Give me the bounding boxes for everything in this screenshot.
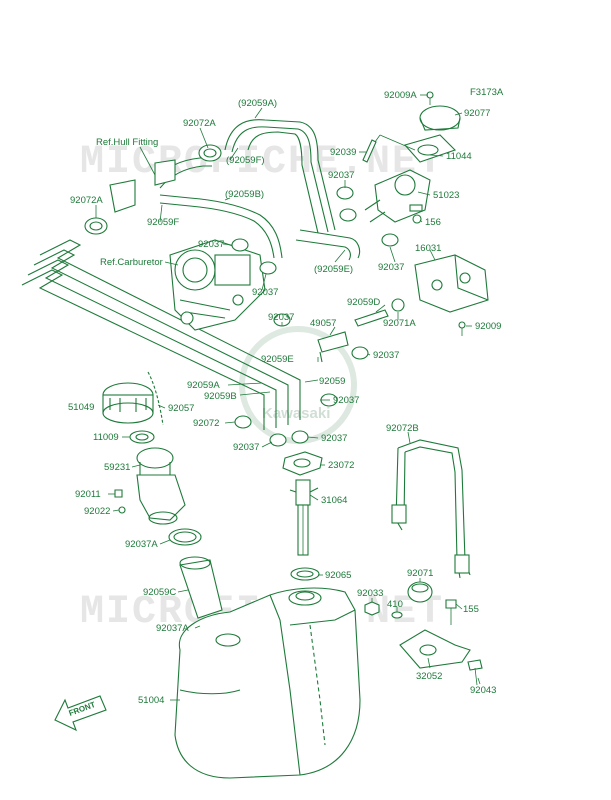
label-92057: 92057 xyxy=(168,403,194,414)
label-92009A: 92009A xyxy=(384,90,417,101)
label-92037-d: 92037 xyxy=(378,262,404,273)
label-92037-a: 92037 xyxy=(328,170,354,181)
label-92011: 92011 xyxy=(75,489,101,500)
damper-16031 xyxy=(414,254,489,313)
carburetor xyxy=(169,239,266,331)
hose-92059E xyxy=(295,229,361,261)
label-ref-hull-fitting: Ref.Hull Fitting xyxy=(96,137,158,148)
fuel-filter-51023 xyxy=(364,169,431,223)
label-92059B-paren: (92059B) xyxy=(225,189,264,200)
band-92072B xyxy=(391,439,471,579)
clamp-92037-right xyxy=(351,346,369,360)
label-92022: 92022 xyxy=(84,506,110,517)
label-92059A: 92059A xyxy=(187,380,220,391)
hose-92059C xyxy=(179,556,223,619)
screw-92009A xyxy=(426,91,434,105)
filler-neck-59231 xyxy=(136,447,186,525)
label-92037A-b: 92037A xyxy=(156,623,189,634)
label-92072A-left: 92072A xyxy=(70,195,103,206)
label-92065: 92065 xyxy=(325,570,351,581)
fuel-hoses-long xyxy=(21,239,301,430)
screws-92011-92022 xyxy=(114,489,126,514)
bolt-92043 xyxy=(467,659,483,686)
part-labels: 92009A 92077 (92059A) Ref.Hull Fitting 9… xyxy=(68,90,501,706)
label-92059: 92059 xyxy=(319,376,345,387)
cap-92071A xyxy=(391,298,405,312)
nut-23072 xyxy=(282,451,323,476)
gasket-11009 xyxy=(129,430,155,444)
label-92072A-top: 92072A xyxy=(183,118,216,129)
label-23072: 23072 xyxy=(328,460,354,471)
label-32052: 32052 xyxy=(416,671,442,682)
label-92037A-a: 92037A xyxy=(125,539,158,550)
filler-cap-51049 xyxy=(102,382,154,424)
label-92037-b: 92037 xyxy=(198,239,224,250)
label-92059E-paren: (92059E) xyxy=(314,264,353,275)
bolt-92009 xyxy=(458,321,466,336)
label-155: 155 xyxy=(463,604,479,615)
filter-bowl-11044 xyxy=(404,134,457,163)
label-16031: 16031 xyxy=(415,243,441,254)
label-410: 410 xyxy=(387,599,403,610)
label-92059F-paren: (92059F) xyxy=(226,155,265,166)
label-92059D: 92059D xyxy=(347,297,380,308)
label-51049: 51049 xyxy=(68,402,94,413)
sender-31064 xyxy=(289,479,319,556)
leader-lines xyxy=(95,94,481,701)
label-92059B: 92059B xyxy=(204,391,237,402)
label-11009: 11009 xyxy=(93,432,119,443)
front-arrow-icon: FRONT xyxy=(54,695,107,732)
label-92059A-paren: (92059A) xyxy=(238,98,277,109)
o-ring-92065 xyxy=(290,567,320,581)
washer-410 xyxy=(391,611,403,619)
figure-code: F3173A xyxy=(470,87,504,98)
label-92033: 92033 xyxy=(357,588,383,599)
label-92037-i: 92037 xyxy=(233,442,259,453)
label-92071: 92071 xyxy=(407,568,433,579)
cap-92077 xyxy=(419,105,461,131)
strap-92057 xyxy=(147,371,164,426)
label-11044: 11044 xyxy=(446,151,472,162)
joint-49057 xyxy=(317,331,349,363)
label-92039: 92039 xyxy=(330,147,356,158)
label-92043: 92043 xyxy=(470,685,496,696)
label-92059C: 92059C xyxy=(143,587,176,598)
bracket-32052 xyxy=(399,629,471,669)
clamp-92072A-left xyxy=(84,217,108,235)
clamp-92072A-top xyxy=(198,144,222,162)
hose-92059A xyxy=(224,119,336,234)
hose-92059B xyxy=(159,194,283,259)
screw-92039 xyxy=(362,139,377,163)
pipe-92059D xyxy=(354,309,389,327)
label-92009: 92009 xyxy=(475,321,501,332)
hull-fitting-block xyxy=(109,159,176,213)
label-92059E: 92059E xyxy=(261,354,294,365)
label-51023: 51023 xyxy=(433,190,459,201)
label-59231: 59231 xyxy=(104,462,130,473)
cap-92071 xyxy=(407,581,433,603)
clamp-92037A-upper xyxy=(168,528,202,546)
label-156: 156 xyxy=(425,217,441,228)
svg-text:Kawasaki: Kawasaki xyxy=(262,405,330,422)
label-31064: 31064 xyxy=(321,495,347,506)
label-92037-f: 92037 xyxy=(373,350,399,361)
label-92059F: 92059F xyxy=(147,217,179,228)
label-92072B: 92072B xyxy=(386,423,419,434)
nut-92033 xyxy=(364,601,380,616)
label-92037-c: 92037 xyxy=(252,287,278,298)
label-92071A: 92071A xyxy=(383,318,416,329)
label-ref-carburetor: Ref.Carburetor xyxy=(100,257,163,268)
label-92037-e: 92037 xyxy=(268,312,294,323)
label-92037-h: 92037 xyxy=(321,433,347,444)
label-92037-g: 92037 xyxy=(333,395,359,406)
label-92077: 92077 xyxy=(464,108,490,119)
bolt-155 xyxy=(445,599,457,625)
clamps-92037-mid xyxy=(234,313,338,447)
label-49057: 49057 xyxy=(310,318,336,329)
label-92072: 92072 xyxy=(193,418,219,429)
fuel-tank-51004 xyxy=(174,587,361,779)
bolt-156 xyxy=(412,214,422,224)
label-51004: 51004 xyxy=(138,695,164,706)
